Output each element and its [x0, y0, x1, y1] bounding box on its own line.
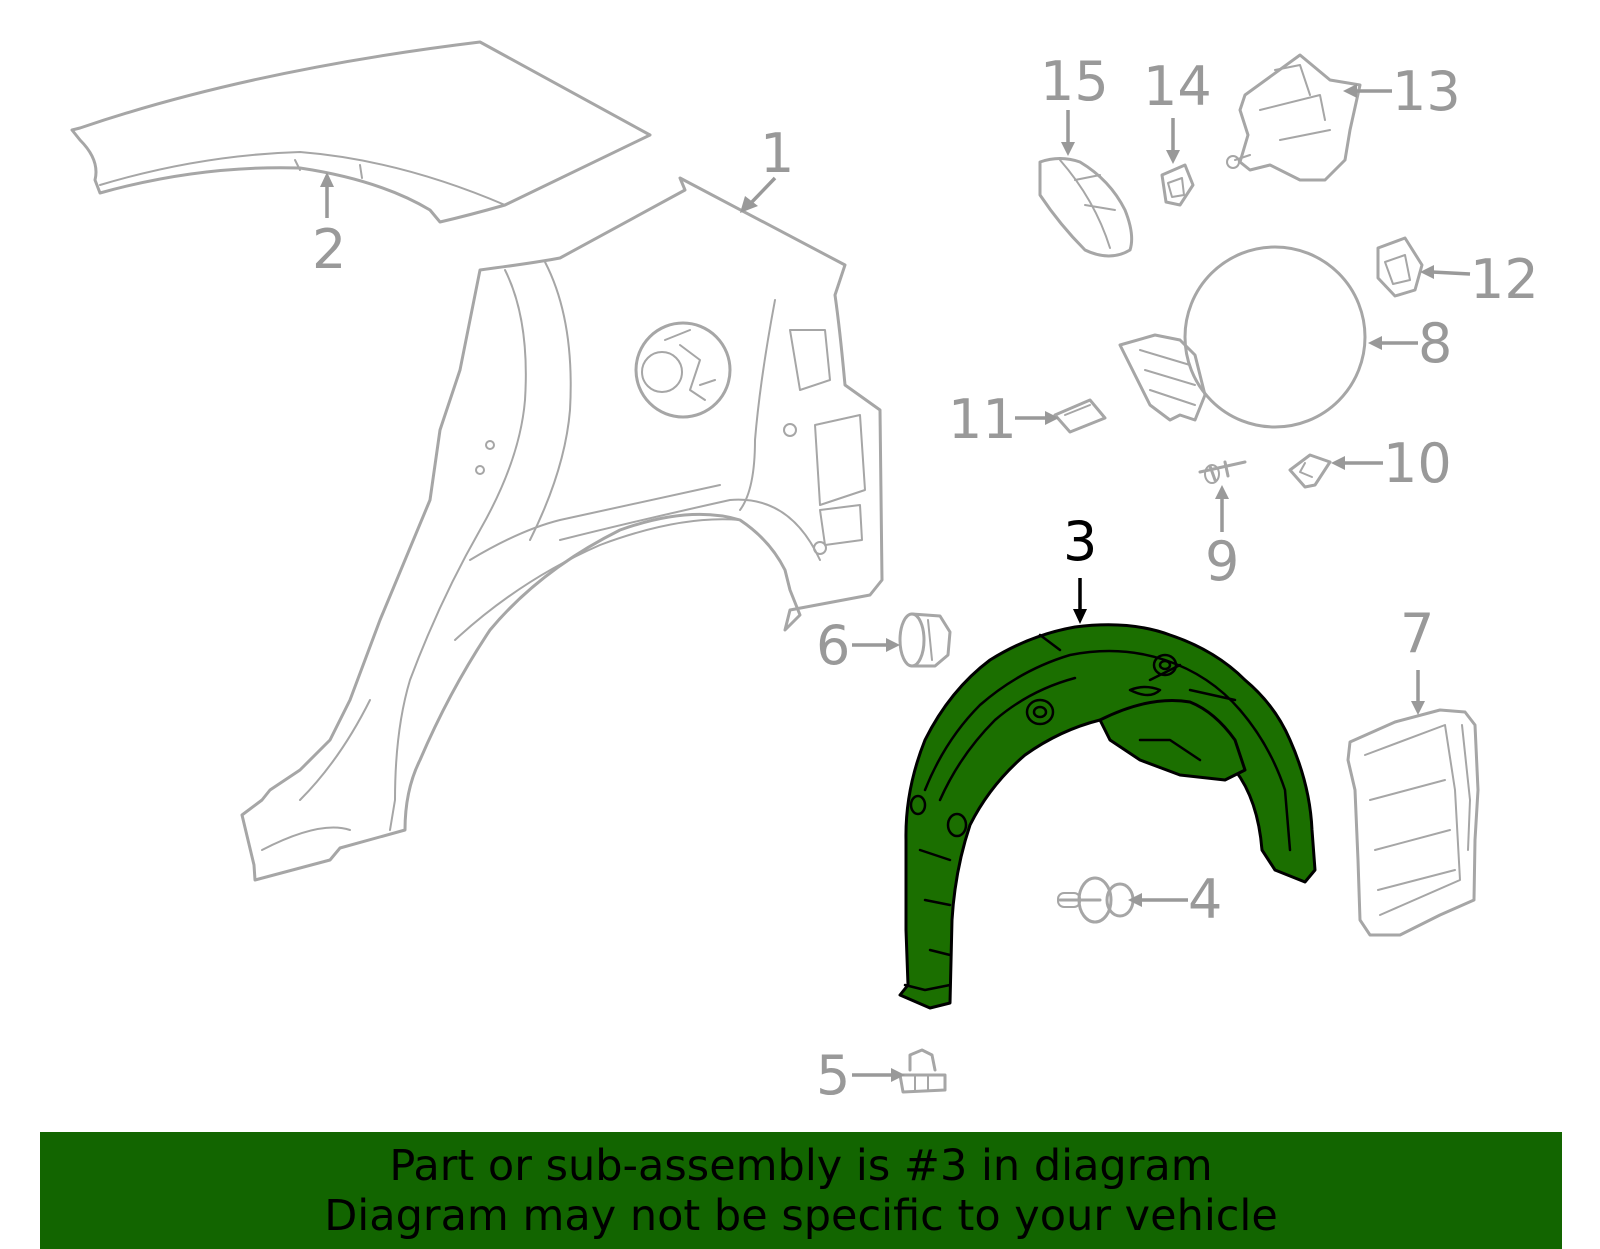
- banner-line-1: Part or sub-assembly is #3 in diagram: [389, 1140, 1213, 1191]
- callout-7: 7: [1400, 602, 1434, 665]
- part-8-fuel-door[interactable]: [1118, 245, 1367, 429]
- part-14-grommet[interactable]: [1160, 163, 1195, 207]
- callout-15: 15: [1040, 50, 1109, 113]
- callout-8: 8: [1418, 312, 1452, 375]
- part-15-fuel-pocket[interactable]: [1038, 157, 1134, 258]
- callout-2: 2: [312, 218, 346, 281]
- part-11-clip[interactable]: [1053, 398, 1107, 434]
- part-5-clip[interactable]: [898, 1048, 947, 1094]
- callout-5: 5: [816, 1044, 850, 1107]
- callout-4: 4: [1188, 868, 1222, 931]
- callout-labels: 1 2 3 4 5 6 7 8 9 10 11 12 13 14 15: [312, 50, 1539, 1107]
- part-6-nut[interactable]: [898, 612, 952, 668]
- part-2-roof-rail[interactable]: [70, 40, 652, 224]
- callout-1: 1: [760, 122, 794, 185]
- part-12-clip[interactable]: [1376, 236, 1424, 298]
- part-13-actuator[interactable]: [1226, 53, 1362, 182]
- callout-14: 14: [1143, 55, 1212, 118]
- callout-13: 13: [1392, 60, 1461, 123]
- part-1-quarter-panel[interactable]: [240, 176, 884, 882]
- banner-line-2: Diagram may not be specific to your vehi…: [324, 1190, 1278, 1241]
- callout-12: 12: [1470, 248, 1539, 311]
- callout-arrows: [320, 84, 1471, 1082]
- callout-6: 6: [816, 614, 850, 677]
- callout-9: 9: [1205, 530, 1239, 593]
- part-7-trim-panel[interactable]: [1346, 708, 1480, 937]
- part-9-screw[interactable]: [1198, 460, 1247, 484]
- callout-3: 3: [1063, 510, 1097, 573]
- part-3-wheel-house-liner[interactable]: [898, 623, 1317, 1010]
- part-10-retainer[interactable]: [1288, 453, 1332, 489]
- part-4-clip[interactable]: [1057, 876, 1135, 924]
- callout-11: 11: [948, 388, 1017, 451]
- callout-10: 10: [1383, 432, 1452, 495]
- info-banner: Part or sub-assembly is #3 in diagram Di…: [40, 1132, 1562, 1249]
